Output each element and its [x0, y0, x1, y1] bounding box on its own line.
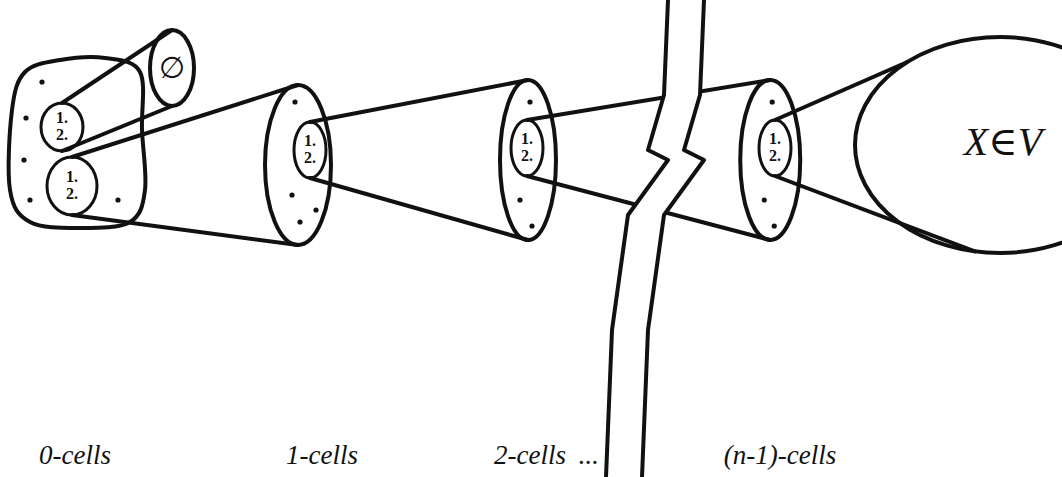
zero-cells-region: 0-cells1.2.1.2. — [4, 52, 151, 471]
cell-boundary-ellipse: 1.2. — [44, 154, 100, 218]
text-holder: X∈V — [964, 121, 1042, 163]
target-disk: X∈V — [852, 34, 1062, 256]
callout-number: 2. — [66, 186, 78, 203]
one-cells-disk: 1-cells 1.2. — [262, 82, 360, 471]
cell-dot — [21, 157, 26, 162]
cell-dot — [769, 99, 774, 104]
symbol-label: ∅ — [159, 52, 185, 84]
callout-number: 1. — [521, 131, 533, 148]
cell-dot — [761, 197, 766, 202]
callout-number: 1. — [769, 131, 781, 148]
shape-outline — [4, 52, 151, 471]
break-line — [606, 0, 668, 477]
cell-dot — [527, 99, 532, 104]
cell-dot — [292, 99, 297, 104]
ellipse-outline — [759, 120, 791, 176]
ellipse-outline — [150, 30, 194, 106]
cell-heading: 1-cells — [286, 441, 358, 469]
callout-number: 1. — [56, 110, 68, 127]
callout-number: 1. — [66, 169, 78, 186]
cell-dot — [39, 79, 44, 84]
ellipse-outline — [500, 80, 556, 240]
ellipse-outline — [855, 37, 1062, 253]
break-line — [642, 0, 704, 477]
cell-boundary-ellipse: 1.2. — [38, 100, 86, 154]
callout-number: 2. — [56, 127, 68, 144]
text-holder: 1.2. — [56, 110, 68, 144]
ellipse-outline — [294, 122, 326, 178]
text-holder: 1.2. — [521, 131, 533, 165]
ellipse-outline — [511, 120, 543, 176]
ellipse-outline — [41, 103, 83, 151]
callout-number: 2. — [304, 150, 316, 167]
cell-heading: 0-cells — [39, 441, 111, 469]
n-minus-one-cells-disk: (n-1)-cells 1.2. — [722, 77, 838, 471]
cell-boundary-ellipse: 1.2. — [291, 119, 329, 181]
continuation-dots: ... — [576, 441, 600, 469]
heading-holder: 1-cells — [286, 441, 358, 469]
text-holder: 1.2. — [304, 133, 316, 167]
empty-set-end: ∅ — [147, 27, 197, 109]
cell-dot — [771, 223, 776, 228]
cell-dot — [517, 197, 522, 202]
callout-number: 1. — [304, 133, 316, 150]
cell-dot — [289, 192, 294, 197]
cell-dot — [115, 197, 120, 202]
heading-holder: 0-cells — [39, 441, 111, 469]
cell-dot — [27, 197, 32, 202]
cell-dot — [297, 219, 302, 224]
break-band — [606, 0, 704, 477]
heading-holder: (n-1)-cells — [724, 441, 836, 469]
ellipse-outline — [47, 157, 97, 215]
text-holder: 1.2. — [66, 169, 78, 203]
symbol-label: X∈V — [964, 121, 1042, 163]
callout-number: 2. — [769, 148, 781, 165]
ellipse-outline — [740, 80, 800, 240]
cell-dot — [23, 115, 28, 120]
cell-dot — [529, 223, 534, 228]
cell-region-outline — [9, 57, 146, 228]
callout-number: 2. — [521, 148, 533, 165]
cell-boundary-ellipse: 1.2. — [756, 117, 794, 179]
two-cells-disk: 2-cells 1.2. — [492, 77, 568, 471]
cell-boundary-ellipse: 1.2. — [508, 117, 546, 179]
text-holder: ∅ — [159, 52, 185, 84]
cell-heading: 2-cells — [494, 441, 566, 469]
heading-holder: 2-cells — [494, 441, 566, 469]
label-holder: ... — [576, 441, 600, 469]
cell-heading: (n-1)-cells — [724, 441, 836, 469]
cone-connector — [310, 80, 528, 240]
ellipse-outline — [265, 85, 331, 245]
text-holder: 1.2. — [769, 131, 781, 165]
cell-dot — [313, 207, 318, 212]
